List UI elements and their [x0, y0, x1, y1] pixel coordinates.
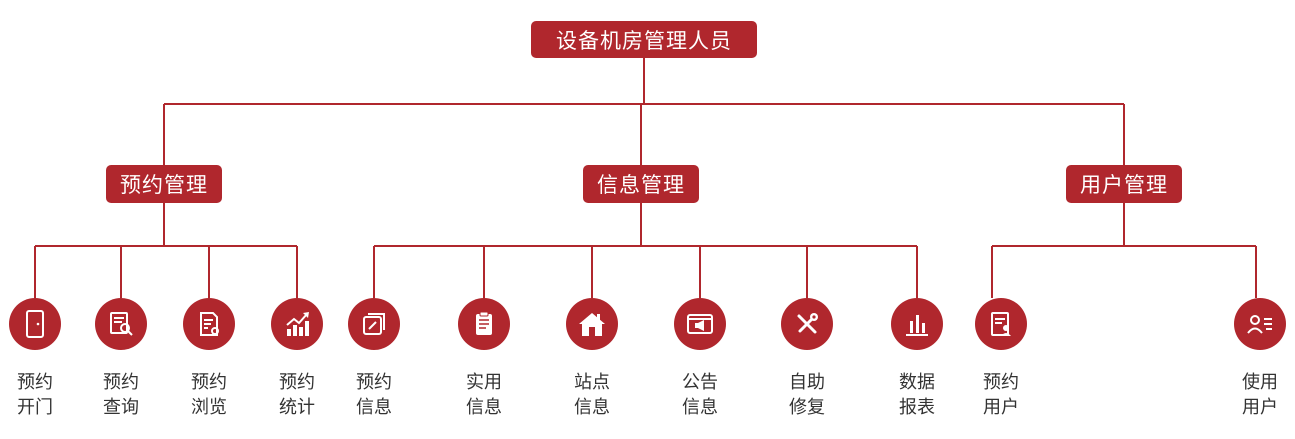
leaf-label-line1: 预约 [356, 372, 392, 393]
leaf-label-line2: 统计 [279, 397, 315, 418]
leaf-label-line2: 报表 [899, 397, 935, 418]
edit-square-icon [348, 298, 400, 350]
leaf-label-line2: 信息 [574, 397, 610, 418]
home-icon [566, 298, 618, 350]
leaf-label-line2: 用户 [983, 397, 1019, 418]
leaf-label-line1: 使用 [1242, 372, 1278, 393]
leaf-label-line1: 站点 [574, 372, 610, 393]
leaf-label-line1: 预约 [17, 372, 53, 393]
leaf-label-line2: 用户 [1242, 397, 1278, 418]
leaf-node: 预约查询 [71, 298, 171, 420]
leaf-label-line1: 预约 [191, 372, 227, 393]
leaf-label-line2: 信息 [682, 397, 718, 418]
group-label: 信息管理 [597, 173, 685, 197]
leaf-node: 公告信息 [650, 298, 750, 420]
leaf-label-line2: 修复 [789, 397, 825, 418]
announcement-icon [674, 298, 726, 350]
leaf-node: 预约信息 [324, 298, 424, 420]
leaf-node: 自助修复 [757, 298, 857, 420]
group-label: 预约管理 [120, 173, 208, 197]
leaf-label-line1: 预约 [983, 372, 1019, 393]
group-node-users: 用户管理 [1066, 165, 1182, 203]
leaf-node: 预约用户 [951, 298, 1051, 420]
leaf-label-line1: 预约 [103, 372, 139, 393]
bar-chart-trend-icon [271, 298, 323, 350]
document-search-icon [95, 298, 147, 350]
leaf-node: 站点信息 [542, 298, 642, 420]
leaf-label-line2: 信息 [356, 397, 392, 418]
clipboard-icon [458, 298, 510, 350]
group-node-reservation: 预约管理 [106, 165, 222, 203]
leaf-label-line2: 信息 [466, 397, 502, 418]
root-label: 设备机房管理人员 [556, 28, 732, 53]
group-node-information: 信息管理 [583, 165, 699, 203]
tools-icon [781, 298, 833, 350]
leaf-label-line2: 开门 [17, 397, 53, 418]
leaf-node: 使用用户 [1210, 298, 1295, 420]
door-icon [9, 298, 61, 350]
document-view-icon [183, 298, 235, 350]
leaf-label-line2: 浏览 [191, 397, 227, 418]
root-node: 设备机房管理人员 [531, 21, 757, 58]
leaf-node: 预约浏览 [159, 298, 259, 420]
leaf-node: 实用信息 [434, 298, 534, 420]
leaf-node: 预约统计 [247, 298, 347, 420]
group-label: 用户管理 [1080, 173, 1168, 197]
leaf-label-line1: 预约 [279, 372, 315, 393]
bar-chart-icon [891, 298, 943, 350]
leaf-label-line1: 实用 [466, 372, 502, 393]
leaf-node: 预约开门 [0, 298, 85, 420]
leaf-node: 数据报表 [867, 298, 967, 420]
leaf-label-line1: 公告 [682, 372, 718, 393]
leaf-label-line1: 自助 [789, 372, 825, 393]
leaf-label-line1: 数据 [899, 372, 935, 393]
user-list-icon [1234, 298, 1286, 350]
leaf-label-line2: 查询 [103, 397, 139, 418]
user-document-icon [975, 298, 1027, 350]
